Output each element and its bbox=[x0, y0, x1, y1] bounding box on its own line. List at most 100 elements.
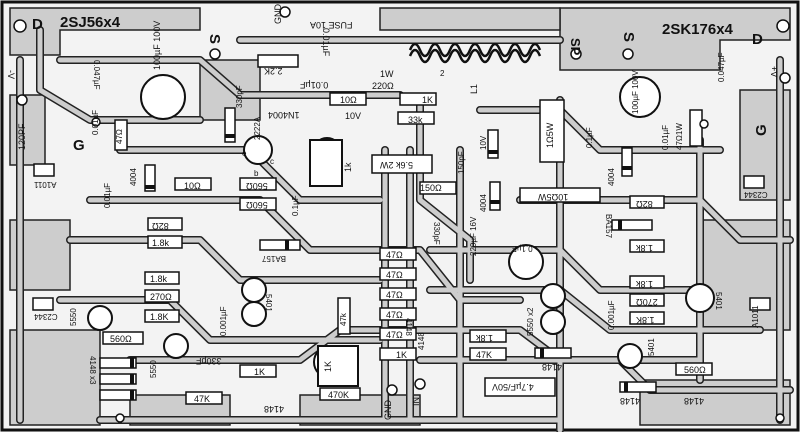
label-in: IN bbox=[411, 397, 421, 406]
label-r-47k-m: 47k bbox=[339, 313, 348, 326]
label-cap-01-m: 0.1µF bbox=[512, 244, 533, 253]
label-cap-0001-r: 0.001µF bbox=[607, 300, 616, 330]
label-v-minus: -V bbox=[6, 70, 16, 79]
label-t-5401-b: 5401 bbox=[647, 338, 656, 356]
label-t-2222a: 2222A bbox=[253, 116, 262, 140]
label-cap-100u-l: 100µF 100V bbox=[152, 20, 162, 70]
label-fuse: FUSE 10A bbox=[310, 20, 353, 30]
label-t-5401-l: 5401 bbox=[264, 294, 273, 312]
label-g-right: G bbox=[753, 124, 770, 136]
label-r-18k-m: 1.8k bbox=[476, 333, 494, 343]
label-r-150: 150Ω bbox=[420, 183, 442, 193]
label-a1011-r: A1011 bbox=[751, 305, 760, 328]
label-r-47k-m2: 47K bbox=[476, 350, 493, 360]
title-left: 2SJ56x4 bbox=[60, 14, 121, 31]
label-gnd-bottom: GND bbox=[383, 400, 393, 420]
label-r-220: 220Ω bbox=[372, 81, 394, 91]
label-r-47-m5: 47Ω bbox=[386, 330, 403, 340]
label-l1: L1 bbox=[469, 83, 479, 94]
label-pot-1k: 1k bbox=[343, 162, 353, 172]
label-r-10v: 10V bbox=[345, 111, 362, 121]
label-ba157-r: BA157 bbox=[604, 214, 613, 239]
label-s-left: S bbox=[206, 34, 223, 45]
label-d-4148-m1: 4148 bbox=[417, 332, 426, 350]
label-cap-001-r: 0.01µF bbox=[661, 124, 670, 150]
label-r-270-l: 270Ω bbox=[150, 292, 172, 302]
label-r-47-m1: 47Ω bbox=[386, 250, 403, 260]
resistor-bodies bbox=[102, 54, 713, 405]
label-r-47-m2: 47Ω bbox=[386, 270, 403, 280]
label-t-5550-l2: 5550 bbox=[149, 360, 158, 378]
transistors bbox=[87, 135, 715, 369]
label-d-right: D bbox=[752, 31, 763, 48]
label-r-47-l: 47Ω bbox=[115, 129, 124, 144]
label-d-4004-l: 4004 bbox=[129, 168, 138, 186]
label-cap-001-l: 0.01µF bbox=[91, 109, 100, 135]
label-pot-1k-b: 1K bbox=[323, 360, 333, 372]
label-d-4148-m2: 4148 bbox=[404, 318, 413, 336]
trim-pots bbox=[309, 139, 359, 387]
label-t-5401-r: 5401 bbox=[714, 292, 723, 310]
label-a1011-l: A1011 bbox=[34, 180, 57, 189]
label-cap-0047-r: 0.047µF bbox=[717, 52, 726, 82]
label-cap-120pf: 120PF bbox=[17, 123, 27, 150]
title-right: 2SK176x4 bbox=[662, 21, 733, 38]
solder-pads bbox=[13, 6, 791, 423]
label-cap-220u: 220µF 16V bbox=[469, 216, 478, 256]
label-d-4148-r1: 4148 bbox=[620, 396, 641, 406]
label-r-18k-r2: 1.8k bbox=[636, 279, 654, 289]
label-r-10-5w: 10Ω5W bbox=[538, 192, 569, 202]
label-r-1k-m: 1K bbox=[396, 350, 408, 360]
label-gnd-top: GND bbox=[273, 4, 283, 24]
label-d-4004-m: 4004 bbox=[479, 194, 488, 212]
label-d-4148-r2: 4148 bbox=[684, 396, 705, 406]
label-t-5550x2: 5550 x2 bbox=[526, 307, 535, 336]
label-r-18k-r3: 1.8K bbox=[636, 315, 655, 325]
diode-bands bbox=[130, 134, 632, 400]
label-v-plus: +V bbox=[769, 66, 779, 78]
label-r-82-r: 82Ω bbox=[636, 199, 653, 209]
label-r-560-b: 560Ω bbox=[246, 200, 268, 210]
label-r-270-r: 270Ω bbox=[636, 297, 658, 307]
label-cap-330pf-top: 330pF bbox=[235, 85, 244, 108]
label-d-4148-m3: 4148 bbox=[542, 362, 563, 372]
label-r-10v-b: 10V bbox=[479, 135, 488, 150]
label-cap-001-l2: 0.01µF bbox=[103, 182, 112, 208]
label-t-5550-l: 5550 bbox=[69, 308, 78, 326]
label-r-18k-l3: 1.8K bbox=[150, 312, 169, 322]
label-d-4004-r: 4004 bbox=[607, 168, 616, 186]
label-pin-b: b bbox=[254, 169, 259, 178]
label-c2344-r: C2344 bbox=[744, 190, 768, 199]
label-r-1k-top: 1K bbox=[422, 95, 434, 105]
label-r-560-a: 560Ω bbox=[246, 181, 268, 191]
inductor-l1 bbox=[408, 42, 542, 64]
label-r-470k: 470K bbox=[328, 390, 350, 400]
label-g-left: G bbox=[73, 137, 85, 154]
label-cap-47u: 4.7µF/50V bbox=[492, 382, 534, 392]
label-d-1n4004: 1N4004 bbox=[268, 110, 300, 120]
label-pin-c: c bbox=[270, 157, 274, 166]
label-d-4148x3: 4148 x3 bbox=[88, 356, 97, 385]
label-cap-0001-l: 0.001µF bbox=[219, 306, 228, 336]
label-r-18k-l2: 1.8k bbox=[150, 274, 168, 284]
label-c2344-l: C2344 bbox=[34, 312, 58, 321]
label-d-4148-b: 4148 bbox=[264, 404, 285, 414]
label-r-47-m3: 47Ω bbox=[386, 290, 403, 300]
label-r-1ohm5w: 1Ω5W bbox=[545, 122, 555, 148]
label-num-2: 2 bbox=[440, 69, 445, 78]
label-r-560-l: 560Ω bbox=[110, 334, 132, 344]
label-r-2k2: 2.2K bbox=[264, 66, 283, 76]
label-1w: 1W bbox=[380, 69, 394, 79]
label-r-1k-b: 1K bbox=[254, 367, 266, 377]
label-r-18k-r1: 1.8k bbox=[636, 243, 654, 253]
label-cap-01-mid: 0.1µF bbox=[291, 195, 300, 216]
label-cap-330pf-m: 330pF bbox=[432, 222, 441, 245]
label-r-10-top: 10Ω bbox=[340, 95, 357, 105]
label-r-82-l: 82Ω bbox=[152, 221, 169, 231]
label-sp: SP bbox=[568, 38, 583, 56]
label-r-47k-b: 47K bbox=[194, 394, 211, 404]
label-d-left: D bbox=[32, 16, 43, 33]
label-cap-001-2: 0.01µF bbox=[300, 80, 329, 90]
label-r-47-m4: 47Ω bbox=[386, 310, 403, 320]
